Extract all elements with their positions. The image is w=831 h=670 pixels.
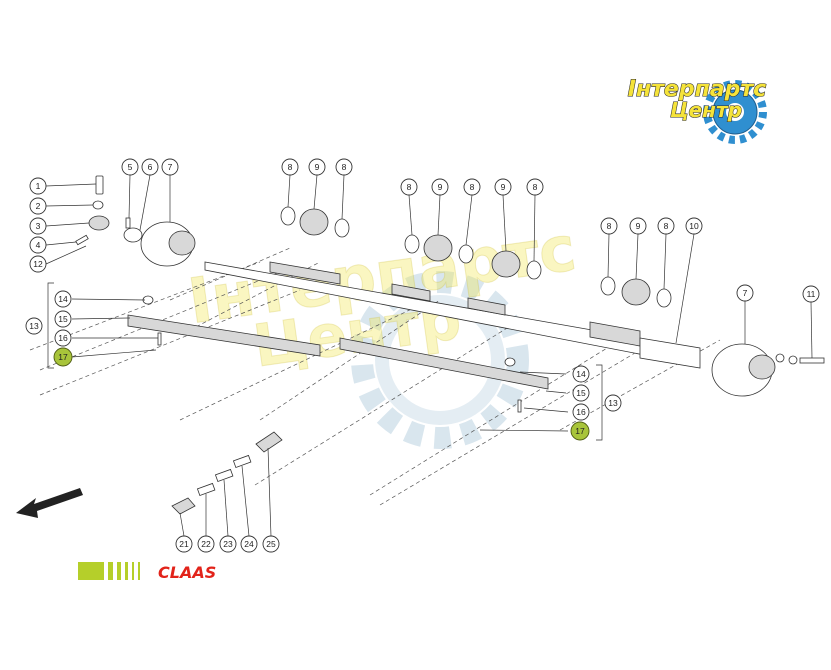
callout-7-right[interactable]: 7	[736, 284, 754, 302]
svg-text:7: 7	[168, 162, 173, 172]
direction-arrow-icon	[16, 488, 83, 518]
claas-brand: CLAAS	[78, 562, 216, 582]
svg-text:23: 23	[223, 539, 233, 549]
callout-16-left[interactable]: 16	[54, 329, 72, 347]
callouts: 1 2 3 4 12 5 6 7 8 9 8 8 9 8 9 8 8 9 8 1…	[25, 158, 820, 553]
svg-text:9: 9	[438, 182, 443, 192]
svg-text:1: 1	[36, 181, 41, 191]
svg-text:8: 8	[607, 221, 612, 231]
svg-text:3: 3	[36, 221, 41, 231]
callout-14-right[interactable]: 14	[572, 365, 590, 383]
callout-15-right[interactable]: 15	[572, 384, 590, 402]
callout-14-left[interactable]: 14	[54, 290, 72, 308]
svg-text:14: 14	[576, 369, 586, 379]
svg-text:9: 9	[501, 182, 506, 192]
watermark-gear-icon	[351, 271, 529, 449]
svg-text:9: 9	[636, 221, 641, 231]
callout-8-g[interactable]: 8	[657, 217, 675, 235]
bottom-hardware	[171, 431, 283, 515]
svg-text:12: 12	[33, 259, 43, 269]
callout-3[interactable]: 3	[29, 217, 47, 235]
brand-name: CLAAS	[158, 563, 216, 582]
sprockets	[280, 206, 672, 308]
svg-text:13: 13	[29, 321, 39, 331]
right-hub	[711, 343, 825, 397]
callout-8-b[interactable]: 8	[335, 158, 353, 176]
svg-text:24: 24	[244, 539, 254, 549]
brand-stripes	[78, 562, 140, 580]
callout-13-right[interactable]: 13	[604, 394, 622, 412]
svg-text:10: 10	[689, 221, 699, 231]
svg-text:15: 15	[58, 314, 68, 324]
callout-15-left[interactable]: 15	[54, 310, 72, 328]
callout-8-d[interactable]: 8	[463, 178, 481, 196]
callout-4[interactable]: 4	[29, 236, 47, 254]
callout-22[interactable]: 22	[197, 535, 215, 553]
svg-text:17: 17	[575, 426, 585, 436]
callout-10[interactable]: 10	[685, 217, 703, 235]
svg-text:13: 13	[608, 398, 618, 408]
svg-text:9: 9	[315, 162, 320, 172]
callout-25[interactable]: 25	[262, 535, 280, 553]
callout-9-d[interactable]: 9	[629, 217, 647, 235]
callout-8-e[interactable]: 8	[526, 178, 544, 196]
logo-line1: Інтерпартс	[628, 77, 766, 102]
svg-text:17: 17	[58, 352, 68, 362]
callout-17-right[interactable]: 17	[570, 421, 590, 441]
svg-text:7: 7	[743, 288, 748, 298]
leader-lines	[45, 174, 813, 537]
callout-7-left[interactable]: 7	[161, 158, 179, 176]
callout-9-b[interactable]: 9	[431, 178, 449, 196]
callout-24[interactable]: 24	[240, 535, 258, 553]
callout-9-c[interactable]: 9	[494, 178, 512, 196]
svg-text:8: 8	[342, 162, 347, 172]
callout-12[interactable]: 12	[29, 255, 47, 273]
svg-text:8: 8	[470, 182, 475, 192]
svg-text:16: 16	[576, 407, 586, 417]
svg-text:15: 15	[576, 388, 586, 398]
callout-8-a[interactable]: 8	[281, 158, 299, 176]
callout-17-left[interactable]: 17	[53, 347, 73, 367]
left-hardware	[75, 175, 196, 267]
callout-8-c[interactable]: 8	[400, 178, 418, 196]
svg-text:25: 25	[266, 539, 276, 549]
callout-16-right[interactable]: 16	[572, 403, 590, 421]
callout-2[interactable]: 2	[29, 197, 47, 215]
svg-text:6: 6	[148, 162, 153, 172]
svg-text:8: 8	[664, 221, 669, 231]
callout-11[interactable]: 11	[802, 285, 820, 303]
logo-gear-icon	[703, 80, 767, 144]
svg-text:2: 2	[36, 201, 41, 211]
callout-6[interactable]: 6	[141, 158, 159, 176]
callout-1[interactable]: 1	[29, 177, 47, 195]
svg-text:8: 8	[533, 182, 538, 192]
callout-23[interactable]: 23	[219, 535, 237, 553]
callout-9-a[interactable]: 9	[308, 158, 326, 176]
callout-21[interactable]: 21	[175, 535, 193, 553]
svg-text:14: 14	[58, 294, 68, 304]
svg-text:8: 8	[288, 162, 293, 172]
svg-text:16: 16	[58, 333, 68, 343]
shaft	[204, 261, 701, 369]
interparts-logo: Інтерпартс Центр	[627, 76, 767, 144]
svg-text:22: 22	[201, 539, 211, 549]
svg-text:8: 8	[407, 182, 412, 192]
svg-text:5: 5	[128, 162, 133, 172]
callout-13-left[interactable]: 13	[25, 317, 43, 335]
knife-strips	[127, 295, 549, 413]
svg-text:21: 21	[179, 539, 189, 549]
svg-text:11: 11	[807, 289, 816, 299]
logo-line2: Центр	[670, 98, 742, 122]
callout-5[interactable]: 5	[121, 158, 139, 176]
callout-8-f[interactable]: 8	[600, 217, 618, 235]
svg-text:4: 4	[36, 240, 41, 250]
